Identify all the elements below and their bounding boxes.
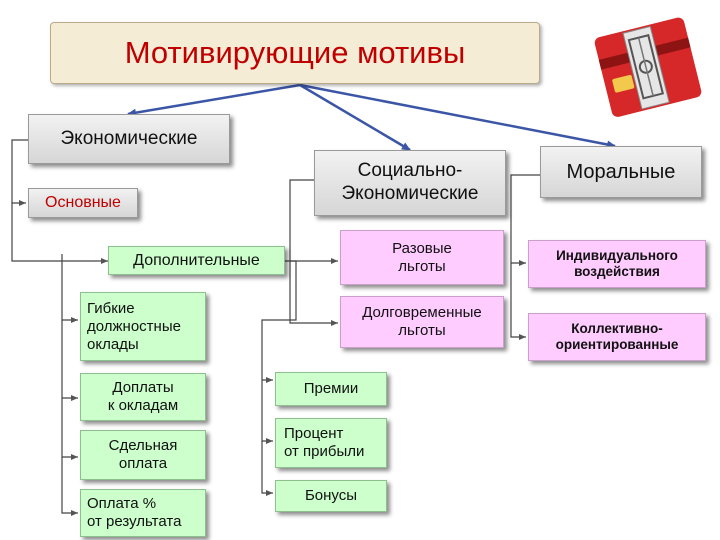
additional-item-bonuses-premia: Премии bbox=[275, 372, 387, 406]
moral-item-individual: Индивидуального воздействия bbox=[528, 240, 706, 288]
basic-item-flexible-salaries: Гибкие должностные оклады bbox=[80, 292, 206, 361]
arrow-to-moral bbox=[299, 83, 616, 149]
economic-additional: Дополнительные bbox=[108, 246, 285, 275]
arrow-to-economic bbox=[127, 83, 301, 117]
category-moral: Моральные bbox=[540, 146, 702, 198]
additional-item-profit-share: Процент от прибыли bbox=[275, 418, 387, 468]
moral-item-collective: Коллективно- ориентированные bbox=[528, 313, 706, 361]
social-item-one-time-benefits: Разовые льготы bbox=[340, 230, 504, 285]
additional-item-bonus: Бонусы bbox=[275, 480, 387, 512]
social-item-long-term-benefits: Долговременные льготы bbox=[340, 296, 504, 348]
category-economic: Экономические bbox=[28, 114, 230, 164]
arrow-to-social bbox=[299, 83, 411, 152]
title-box: Мотивирующие мотивы bbox=[50, 22, 540, 84]
basic-item-salary-supplements: Доплаты к окладам bbox=[80, 373, 206, 421]
basic-item-piecework: Сдельная оплата bbox=[80, 430, 206, 480]
economic-basic: Основные bbox=[28, 188, 138, 218]
category-social-economic: Социально- Экономические bbox=[314, 150, 506, 216]
mousetrap-credit-card-icon bbox=[588, 8, 710, 126]
basic-item-result-percent: Оплата % от результата bbox=[80, 489, 206, 537]
page-title: Мотивирующие мотивы bbox=[124, 35, 466, 71]
